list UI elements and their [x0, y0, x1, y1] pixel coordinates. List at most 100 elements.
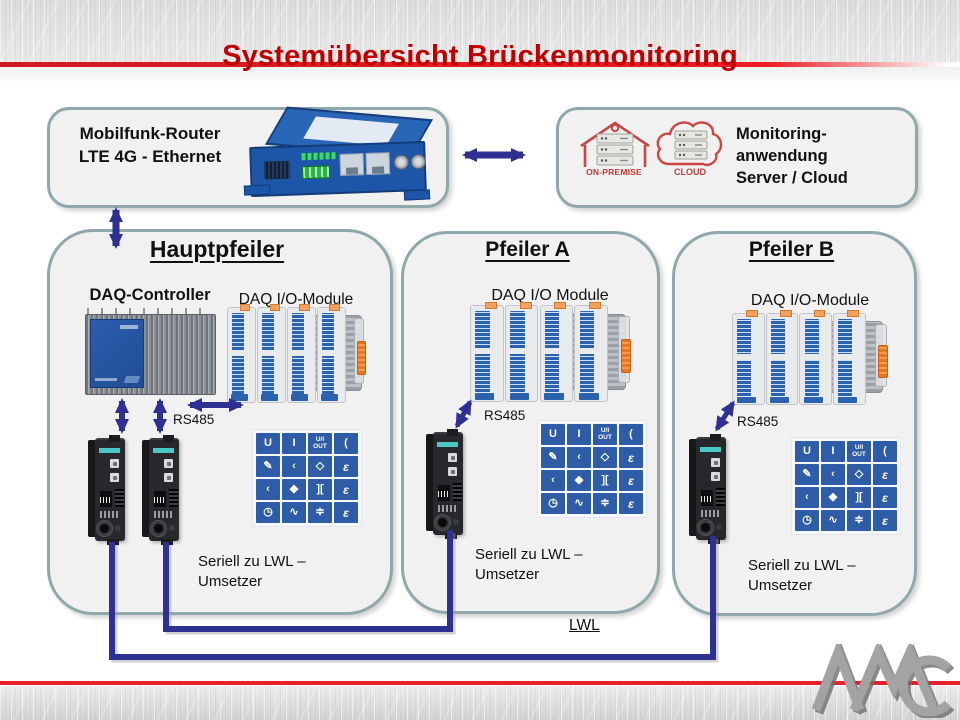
sensor-icon: ◆ [282, 479, 306, 500]
page-title: Systemübersicht Brückenmonitoring [222, 40, 738, 72]
sensor-icon: ◆ [567, 470, 591, 491]
sensor-icon: ≑ [847, 510, 871, 531]
lwl-converter-b [689, 434, 733, 544]
router-mount-flange-left [243, 184, 271, 196]
sensor-icon: ɛ [873, 464, 897, 485]
io-module [832, 310, 866, 405]
server-stack-icon [674, 130, 708, 160]
module-orange-connector [621, 339, 632, 374]
sensor-icon: ≑ [593, 493, 617, 514]
io-module [539, 302, 574, 402]
lwl-converter-a [426, 429, 470, 539]
sensor-icon: ( [873, 441, 897, 462]
monitoring-label-line2: anwendung [736, 147, 828, 165]
din-clip [109, 435, 120, 442]
sensor-icon: ɛ [619, 447, 643, 468]
sensor-icon: ≑ [308, 502, 332, 523]
router-serial-connector [263, 160, 291, 180]
din-clip [710, 434, 721, 441]
io-module [316, 304, 346, 403]
seriell-line2: Umsetzer [475, 566, 540, 583]
io-module [574, 302, 608, 402]
converter-display-strip [437, 442, 458, 447]
module-orange-connector [356, 340, 366, 375]
seriell-label-a: Seriell zu LWL – Umsetzer [475, 545, 583, 585]
sensor-icon: ∿ [821, 510, 845, 531]
amc-logo [812, 644, 955, 718]
amc-letter-c [898, 655, 952, 717]
io-module [732, 310, 765, 405]
on-premise-icon [580, 121, 650, 167]
sensor-icon: ∿ [567, 493, 591, 514]
sensor-icon: ( [619, 424, 643, 445]
hauptpfeiler-title: Hauptpfeiler [149, 236, 285, 262]
monitoring-label: Monitoring- anwendung Server / Cloud [736, 123, 906, 189]
seriell-label-b: Seriell zu LWL – Umsetzer [748, 556, 856, 596]
amc-letter-a [812, 644, 865, 712]
sensor-icon: ɛ [619, 493, 643, 514]
io-module [470, 302, 504, 402]
router-antenna-connector-1 [393, 154, 410, 171]
io-module-group-b [732, 310, 889, 405]
sensor-icon: ɛ [334, 479, 358, 500]
io-module-group-a [470, 302, 632, 402]
din-clip [163, 435, 174, 442]
rs485-label-b: RS485 [737, 414, 779, 429]
daq-controller-image [85, 308, 216, 395]
sensor-icon: ◆ [821, 487, 845, 508]
pfeiler-b-title: Pfeiler B [748, 238, 835, 261]
monitoring-label-line1: Monitoring- [736, 125, 827, 143]
cloud-label: CLOUD [674, 167, 706, 177]
sensor-icon: U [795, 441, 819, 462]
router-label-line1: Mobilfunk-Router [79, 124, 221, 143]
sensor-icon: ✎ [795, 464, 819, 485]
controller-panel-mark [120, 325, 138, 329]
daq-controller-label: DAQ-Controller [89, 286, 211, 304]
cloud-icon [656, 121, 723, 166]
sensor-icon: U/I OUT [308, 433, 332, 454]
daq-io-module-label-a: DAQ I/O Module [491, 287, 609, 304]
router-label: Mobilfunk-Router LTE 4G - Ethernet [58, 122, 242, 168]
sensor-icon: ‹ [256, 479, 280, 500]
controller-front-panel [90, 319, 144, 388]
dip-switch [438, 485, 450, 501]
seriell-line1: Seriell zu LWL – [748, 557, 856, 574]
sensor-icon: ◷ [256, 502, 280, 523]
controller-top-edge [87, 308, 212, 315]
controller-heatsink-body [85, 314, 216, 395]
pfeiler-a-title: Pfeiler A [485, 238, 570, 261]
daq-io-module-label-haupt: DAQ I/O-Module [238, 291, 354, 308]
io-module [227, 304, 257, 403]
sensor-icon: ɛ [334, 502, 358, 523]
io-module [799, 310, 832, 405]
dip-switch [701, 490, 713, 506]
sensor-icon: ◇ [593, 447, 617, 468]
sensor-icon: ɛ [619, 470, 643, 491]
sensor-icon: ‹ [282, 456, 306, 477]
sensor-icon: U [256, 433, 280, 454]
io-module [286, 304, 317, 403]
converter-display-strip [99, 448, 120, 453]
sensor-icon: U [541, 424, 565, 445]
sensor-icon: ◇ [847, 464, 871, 485]
sensor-icon: ][ [847, 487, 871, 508]
sensor-icon: ‹ [541, 470, 565, 491]
router-antenna-connector-2 [410, 153, 427, 170]
sensor-icon: ✎ [541, 447, 565, 468]
dip-switch [100, 491, 112, 507]
sensor-icon: ◇ [308, 456, 332, 477]
footer-ruler-band [0, 686, 960, 720]
lwl-converter-haupt-1 [88, 435, 132, 545]
router-ethernet-port-2 [365, 152, 391, 176]
sensor-icon: ‹ [821, 464, 845, 485]
on-premise-label: ON-PREMISE [586, 167, 642, 177]
sensor-icon: ( [334, 433, 358, 454]
io-module [504, 302, 539, 402]
converter-display-strip [153, 448, 174, 453]
header-ruler-band [0, 0, 960, 62]
sensor-icon: ][ [308, 479, 332, 500]
fiber-port [96, 520, 113, 537]
sensor-icon: ∿ [282, 502, 306, 523]
seriell-label-haupt: Seriell zu LWL – Umsetzer [198, 552, 306, 592]
